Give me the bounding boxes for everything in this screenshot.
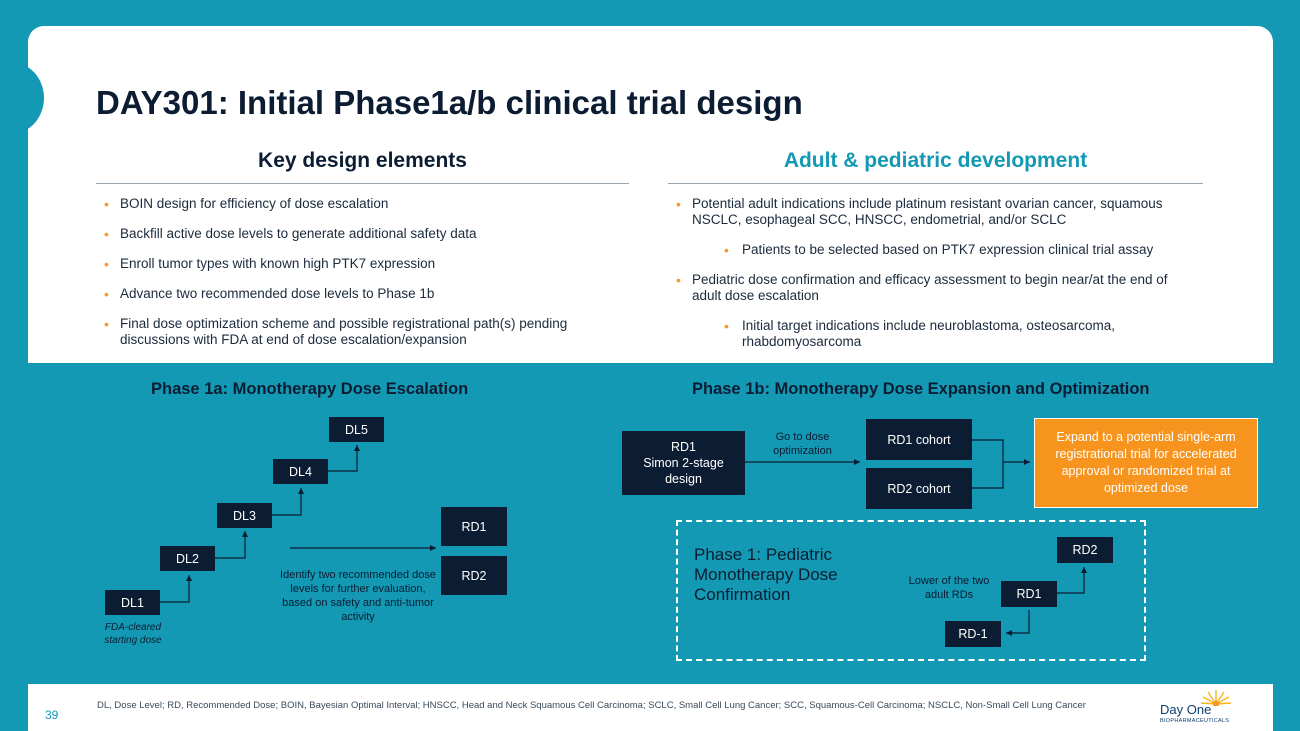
identify-caption: Identify two recommended dose levels for… <box>280 569 436 623</box>
list-item: Backfill active dose levels to generate … <box>96 226 626 242</box>
abbreviations-footnote: DL, Dose Level; RD, Recommended Dose; BO… <box>97 700 1086 711</box>
rd1-simon-line: design <box>665 472 702 486</box>
key-design-list: BOIN design for efficiency of dose escal… <box>96 196 626 362</box>
list-item: BOIN design for efficiency of dose escal… <box>96 196 626 212</box>
phase1a-heading: Phase 1a: Monotherapy Dose Escalation <box>151 380 469 398</box>
rd1-simon-line: Simon 2-stage <box>643 456 724 470</box>
key-design-heading: Key design elements <box>258 149 467 172</box>
list-item: Advance two recommended dose levels to P… <box>96 286 626 302</box>
lower-rd-caption: Lower of the two adult RDs <box>908 575 990 601</box>
adult-pediatric-list: Potential adult indications include plat… <box>668 196 1188 364</box>
pediatric-rd-minus1-box: RD-1 <box>945 621 1001 647</box>
rd1-to-rd-minus1-connector <box>1006 610 1030 636</box>
cohort-merge-connector <box>972 439 1004 489</box>
page-number: 39 <box>45 708 59 722</box>
logo-name: Day One <box>1160 702 1212 717</box>
dl2-to-dl3-connector <box>215 531 248 559</box>
list-item: Enroll tumor types with known high PTK7 … <box>96 256 626 272</box>
expand-trial-box: Expand to a potential single-arm registr… <box>1034 418 1258 508</box>
pediatric-panel <box>676 520 1146 661</box>
dl3-to-dl4-connector <box>270 488 304 516</box>
pediatric-rd1-box: RD1 <box>1001 581 1057 607</box>
go-to-optimization-caption: Go to dose optimization <box>773 431 832 457</box>
dl1-to-dl2-connector <box>160 575 192 603</box>
dl4-to-dl5-connector <box>327 445 360 472</box>
right-divider <box>668 183 1203 184</box>
list-item: Pediatric dose confirmation and efficacy… <box>668 272 1188 304</box>
rd1-box: RD1 <box>441 507 507 546</box>
dose-level-box: DL3 <box>217 503 272 528</box>
page-title: DAY301: Initial Phase1a/b clinical trial… <box>96 84 803 121</box>
logo-subtitle: BIOPHARMACEUTICALS <box>1160 718 1230 724</box>
pediatric-label: Phase 1: Pediatric Monotherapy Dose Conf… <box>694 545 838 604</box>
rd1-cohort-box: RD1 cohort <box>866 419 972 460</box>
rd1-to-rd2-connector <box>1056 567 1087 594</box>
rd1-simon-box: RD1 Simon 2-stage design <box>622 431 745 495</box>
pediatric-rd2-box: RD2 <box>1057 537 1113 563</box>
list-item: Potential adult indications include plat… <box>668 196 1188 228</box>
rd2-cohort-box: RD2 cohort <box>866 468 972 509</box>
adult-pediatric-heading: Adult & pediatric development <box>783 149 1088 172</box>
list-item: Final dose optimization scheme and possi… <box>96 316 626 348</box>
top-content-card <box>28 26 1273 363</box>
dose-level-box: DL2 <box>160 546 215 571</box>
dose-level-box: DL1 <box>105 590 160 615</box>
list-item: Patients to be selected based on PTK7 ex… <box>668 242 1188 258</box>
sun-logo-icon <box>1200 690 1232 706</box>
phase1b-heading: Phase 1b: Monotherapy Dose Expansion and… <box>692 380 1150 398</box>
left-divider <box>96 183 629 184</box>
starting-dose-note: FDA-cleared starting dose <box>104 622 162 646</box>
footer-bar <box>28 684 1273 731</box>
list-item: Initial target indications include neuro… <box>668 318 1188 350</box>
dose-level-box: DL5 <box>329 417 384 442</box>
rd2-box: RD2 <box>441 556 507 595</box>
dose-level-box: DL4 <box>273 459 328 484</box>
rd1-simon-line: RD1 <box>670 440 696 454</box>
